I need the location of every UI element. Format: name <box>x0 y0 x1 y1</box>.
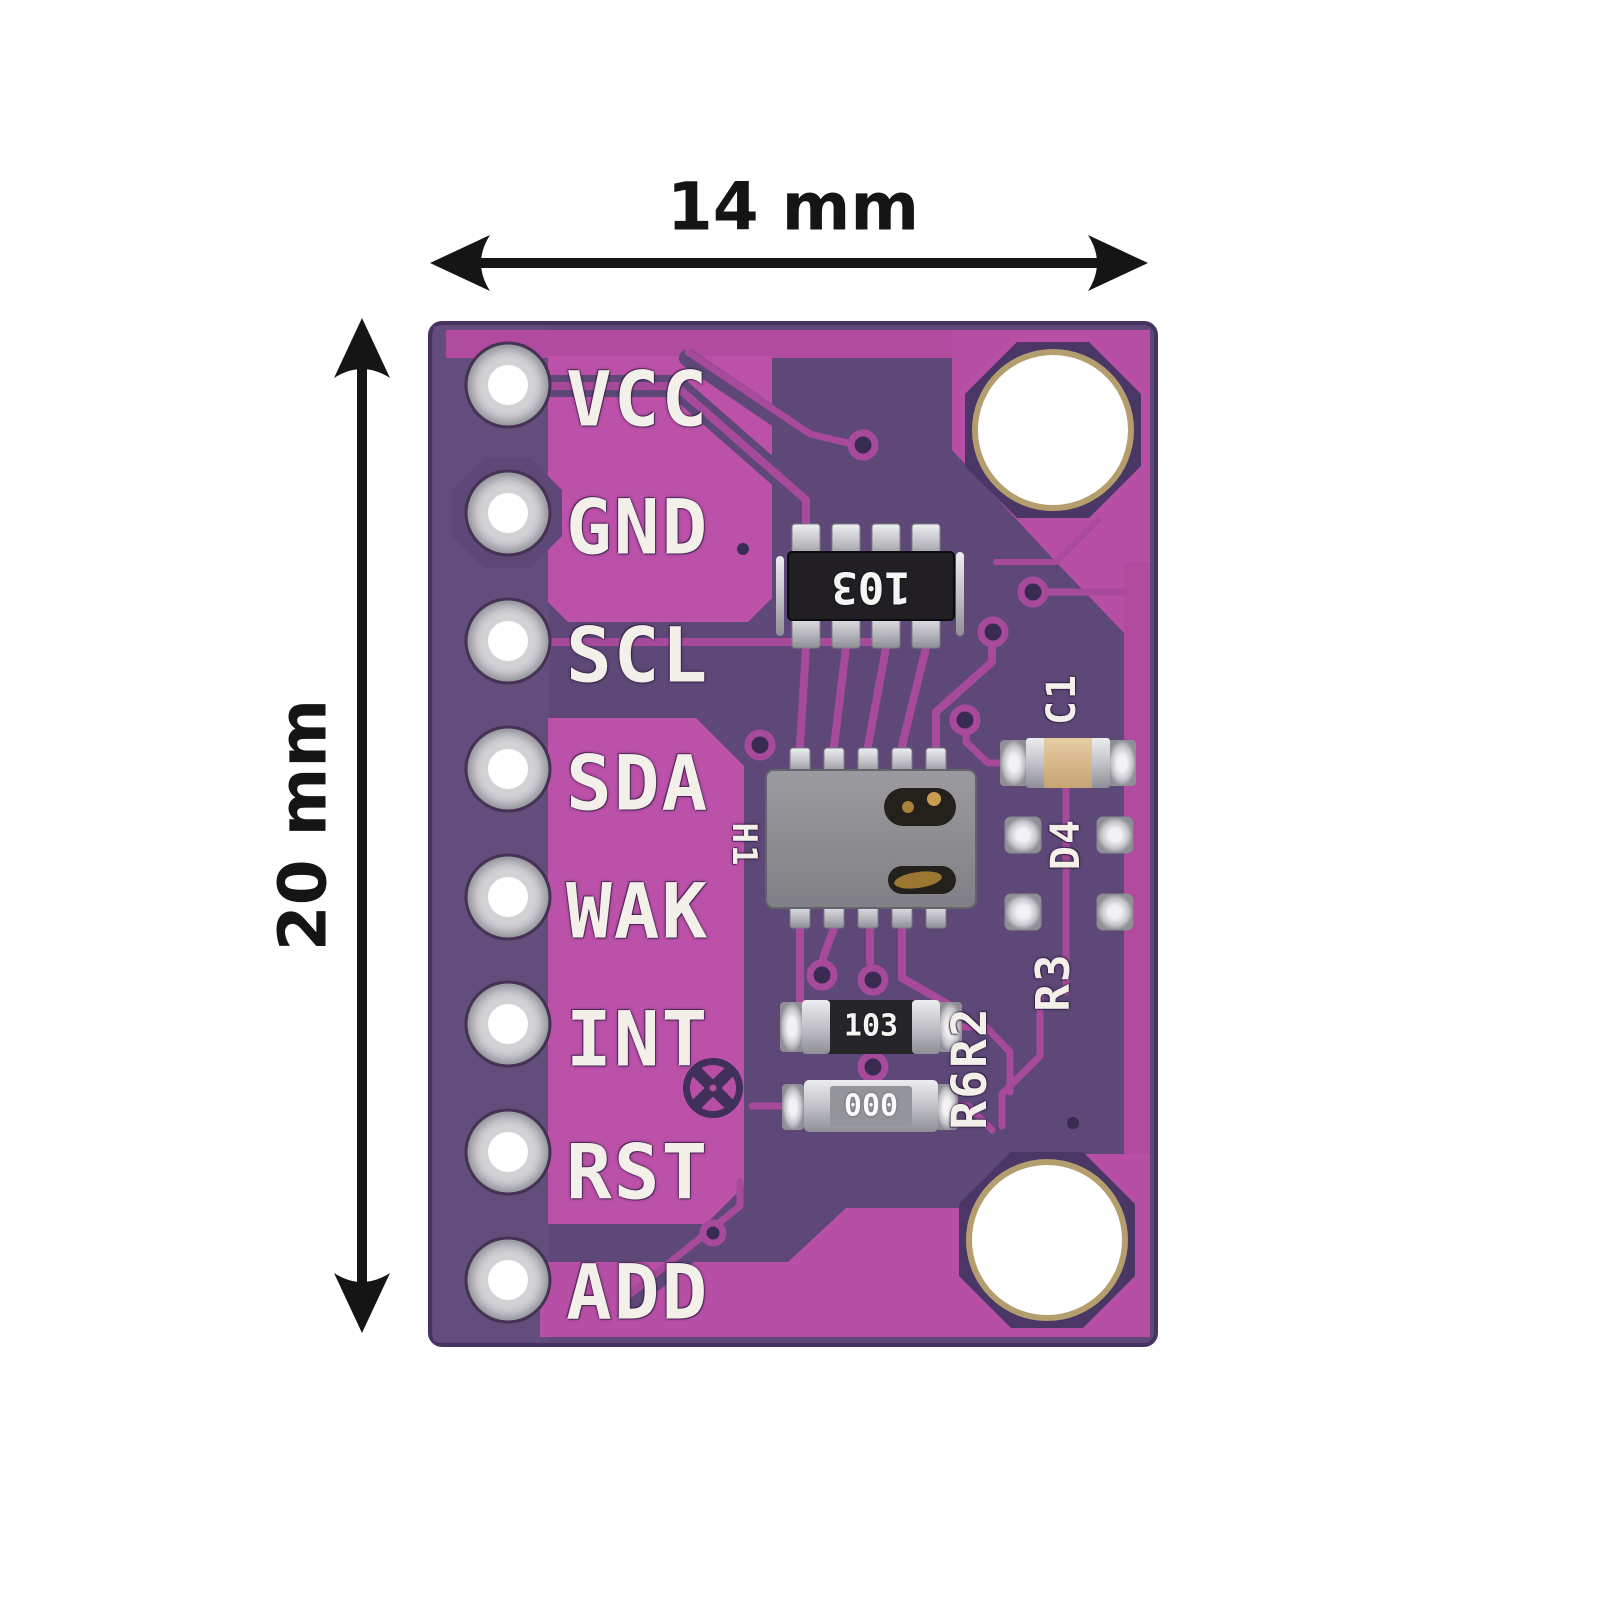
label-r3: R3 <box>1026 952 1080 1012</box>
header-pin-holes <box>464 341 552 1324</box>
label-h1: H1 <box>724 822 764 868</box>
pin-label-rst: RST <box>566 1127 710 1217</box>
resistor-103-marking: 103 <box>843 1008 899 1044</box>
fiducial-target <box>683 1058 743 1118</box>
pcb-board <box>428 321 1158 1347</box>
height-dimension-arrow <box>334 318 390 1333</box>
resistor-103 <box>780 1000 962 1054</box>
mounting-holes <box>966 349 1134 1321</box>
label-d4: D4 <box>1043 817 1089 871</box>
resistor-000-marking: 000 <box>843 1088 899 1124</box>
diode-d4-pads <box>1004 816 1134 931</box>
resistor-000 <box>782 1080 958 1132</box>
pin-label-wak: WAK <box>566 866 710 956</box>
pin-label-gnd: GND <box>566 482 710 572</box>
width-dimension-label: 14 mm <box>666 168 920 246</box>
label-c1: C1 <box>1039 672 1085 726</box>
sensor-chip <box>765 747 977 929</box>
vias <box>699 429 1079 1247</box>
pin-label-sda: SDA <box>566 738 710 828</box>
capacitor-c1 <box>1000 738 1136 788</box>
label-r6r2: R6R2 <box>942 1006 998 1130</box>
resistor-network-marking: 103 <box>831 561 911 613</box>
pin-label-vcc: VCC <box>566 354 710 444</box>
resistor-network <box>776 523 964 649</box>
height-dimension-label: 20 mm <box>264 698 342 952</box>
pin-label-int: INT <box>566 994 710 1084</box>
width-dimension-arrow <box>430 235 1148 291</box>
pin-label-scl: SCL <box>566 610 710 700</box>
pin-label-add: ADD <box>566 1247 710 1337</box>
